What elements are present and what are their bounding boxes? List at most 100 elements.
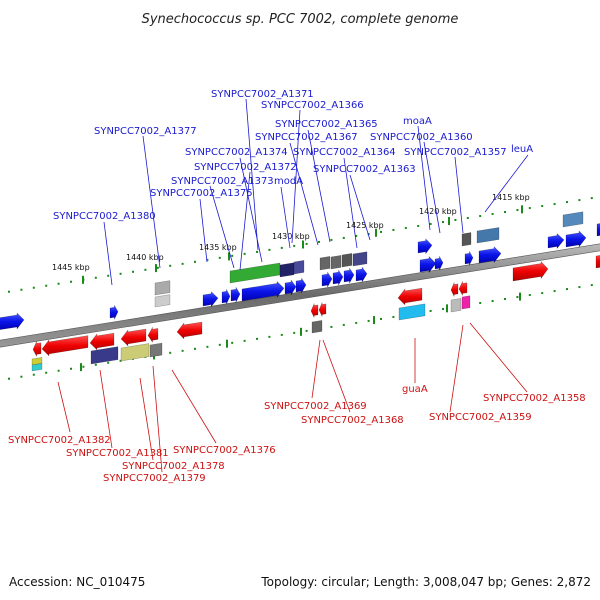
gene-label[interactable]: SYNPCC7002_A1381 <box>66 448 169 459</box>
track-dot <box>355 321 358 324</box>
track-dot <box>590 284 593 287</box>
scale-ticks <box>8 197 593 380</box>
track-dot <box>442 220 444 223</box>
track-dot <box>206 258 209 261</box>
track-dot <box>566 288 568 291</box>
scale-label: 1430 kbp <box>272 232 310 241</box>
track-dot <box>206 345 209 348</box>
feature-block <box>341 253 353 268</box>
label-leader-line <box>199 198 208 263</box>
gene-label[interactable]: SYNPCC7002_A1371 <box>211 89 314 100</box>
feature-block <box>450 298 462 313</box>
scale-label: 1445 kbp <box>52 263 90 272</box>
label-leader-line <box>343 157 358 249</box>
gene-label[interactable]: SYNPCC7002_A1378 <box>122 461 225 472</box>
gene-label[interactable]: SYNPCC7002_A1372 <box>194 162 297 173</box>
track-major-tick <box>448 217 450 226</box>
track-dot <box>8 377 10 380</box>
gene-label[interactable]: SYNPCC7002_A1367 <box>255 132 358 143</box>
label-leader-line <box>291 109 301 244</box>
gene-label[interactable]: SYNPCC7002_A1360 <box>370 132 473 143</box>
gene-label[interactable]: SYNPCC7002_A1359 <box>429 412 532 423</box>
track-dot <box>181 262 184 265</box>
feature-block <box>31 363 43 372</box>
track-dot <box>218 256 221 259</box>
scale-label: 1435 kbp <box>199 243 237 252</box>
feature-block <box>31 357 43 366</box>
label-leader-line <box>289 142 319 246</box>
track-dot <box>429 222 432 225</box>
track-dot <box>528 207 531 210</box>
gene-label[interactable]: SYNPCC7002_A1373 <box>171 176 274 187</box>
track-major-tick <box>226 339 228 348</box>
gene-label[interactable]: SYNPCC7002_A1358 <box>483 393 586 404</box>
feature-block <box>562 211 584 228</box>
track-dot <box>20 375 23 378</box>
track-dot <box>107 361 110 364</box>
feature-block <box>398 303 426 321</box>
gene-label[interactable]: SYNPCC7002_A1374 <box>185 147 288 158</box>
reverse-gene-arrow <box>176 321 203 340</box>
feature-block <box>90 346 119 365</box>
gene-label[interactable]: SYNPCC7002_A1377 <box>94 126 197 137</box>
gene-label[interactable]: SYNPCC7002_A1369 <box>264 401 367 412</box>
feature-block <box>120 343 150 362</box>
track-dot <box>181 349 184 352</box>
label-leader-line <box>99 369 113 449</box>
forward-gene-arrow <box>355 266 368 283</box>
label-leader-line <box>454 156 464 234</box>
reverse-gene-arrow <box>32 341 42 357</box>
gene-label[interactable]: SYNPCC7002_A1364 <box>293 147 396 158</box>
reverse-gene-arrow <box>512 260 549 282</box>
forward-gene-arrow <box>343 267 355 284</box>
track-dot <box>491 213 494 216</box>
reverse-gene-arrow <box>450 282 459 297</box>
track-dot <box>342 323 345 326</box>
track-major-tick <box>521 205 523 214</box>
gene-label[interactable]: guaA <box>402 384 428 395</box>
track-dot <box>516 296 519 299</box>
reverse-gene-arrow <box>120 328 147 347</box>
track-dot <box>82 365 85 368</box>
gene-label[interactable]: moaA <box>403 116 432 127</box>
gene-label[interactable]: modA <box>274 176 303 187</box>
gene-label[interactable]: SYNPCC7002_A1368 <box>301 415 404 426</box>
track-dot <box>293 331 296 334</box>
gene-label[interactable]: SYNPCC7002_A1375 <box>150 188 253 199</box>
forward-gene-arrow <box>478 245 502 264</box>
gene-label[interactable]: SYNPCC7002_A1357 <box>404 147 507 158</box>
scale-label: 1440 kbp <box>126 253 164 262</box>
gene-label[interactable]: SYNPCC7002_A1379 <box>103 473 206 484</box>
forward-gene-arrow <box>230 286 241 303</box>
forward-gene-arrow <box>417 238 433 255</box>
track-dot <box>541 292 544 295</box>
track-dot <box>243 339 246 342</box>
forward-gene-arrow <box>434 255 444 271</box>
feature-block <box>461 232 472 247</box>
gene-label[interactable]: SYNPCC7002_A1382 <box>8 435 111 446</box>
track-major-tick <box>302 240 304 249</box>
track-major-tick <box>228 252 230 261</box>
accession-text: Accession: NC_010475 <box>9 575 145 589</box>
gene-label[interactable]: SYNPCC7002_A1380 <box>53 211 156 222</box>
label-leader-line <box>139 377 154 461</box>
gene-label[interactable]: SYNPCC7002_A1366 <box>261 100 364 111</box>
track-dot <box>404 226 407 229</box>
track-dot <box>243 252 246 255</box>
track-dot <box>144 268 147 271</box>
track-dot <box>194 260 196 263</box>
label-leader-line <box>311 339 321 399</box>
track-dot <box>504 298 506 301</box>
track-dot <box>367 319 370 322</box>
gene-label[interactable]: SYNPCC7002_A1363 <box>313 164 416 175</box>
gene-label[interactable]: SYNPCC7002_A1365 <box>275 119 378 130</box>
gene-label[interactable]: leuA <box>511 144 533 155</box>
track-dot <box>169 264 172 267</box>
track-dot <box>355 234 358 237</box>
label-leader-line <box>57 381 71 433</box>
track-dot <box>466 217 469 220</box>
track-dot <box>218 343 221 346</box>
reverse-gene-arrow <box>89 332 115 351</box>
reverse-gene-arrow <box>147 327 159 344</box>
gene-label[interactable]: SYNPCC7002_A1376 <box>173 445 276 456</box>
